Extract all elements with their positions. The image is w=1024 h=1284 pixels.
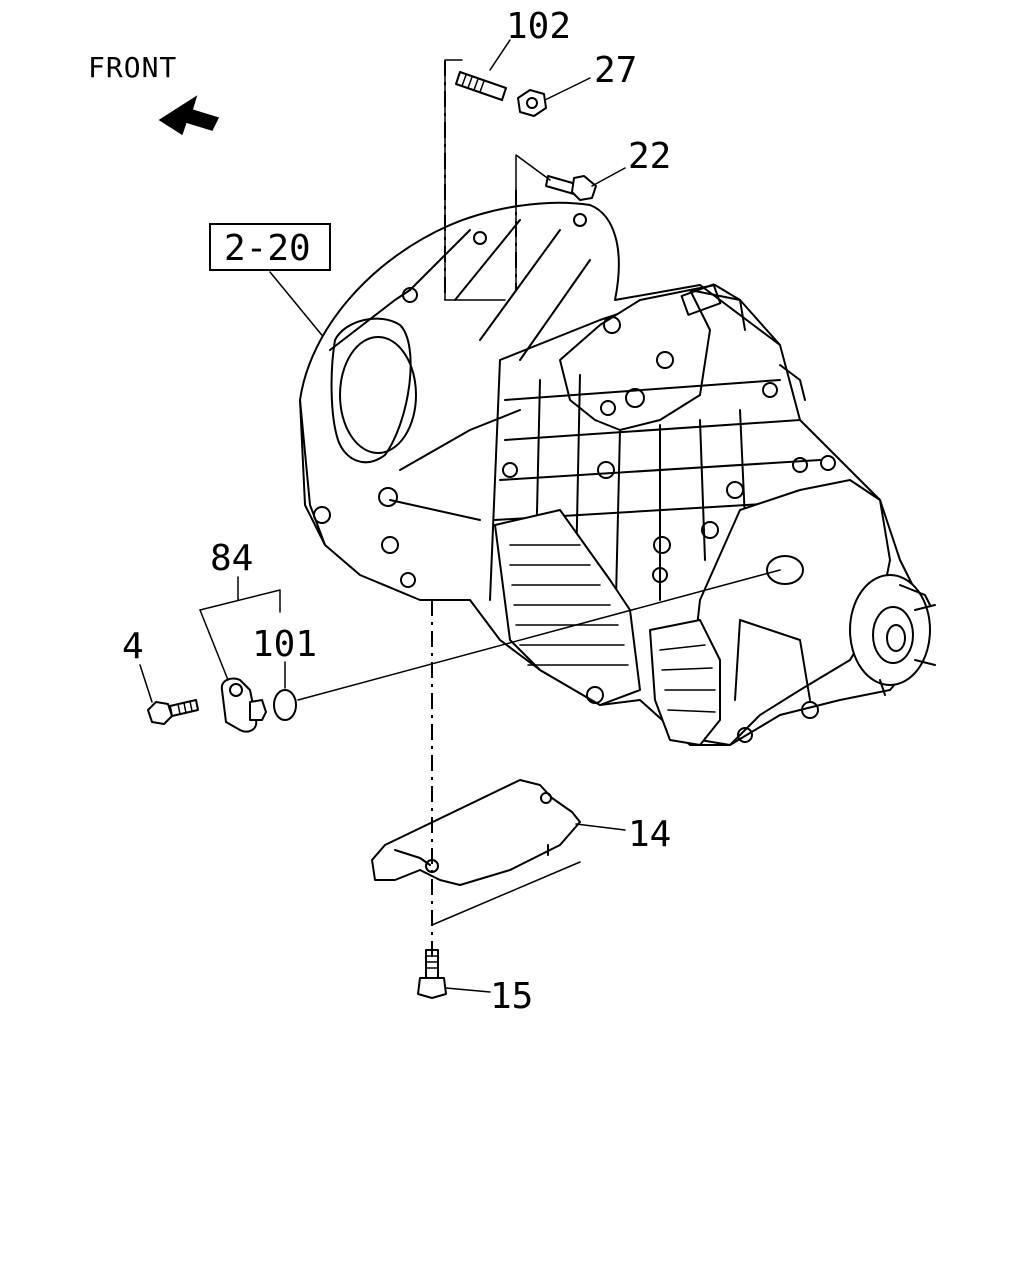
callout-14: 14 (628, 814, 671, 855)
part-102-stud-bolt[interactable] (455, 71, 507, 101)
part-4-bolt[interactable] (147, 699, 199, 725)
part-27-nut[interactable] (517, 89, 547, 117)
part-101-o-ring[interactable] (273, 689, 297, 721)
callout-27: 27 (594, 50, 637, 91)
part-14-cover-plate[interactable] (371, 779, 581, 886)
reference-leader-line (269, 271, 331, 346)
part-84-bracket[interactable] (220, 677, 267, 733)
callout-101: 101 (252, 624, 317, 665)
part-22-bolt[interactable] (545, 175, 597, 201)
front-arrow-icon (158, 95, 220, 136)
part-15-bolt[interactable] (417, 949, 447, 999)
callout-84: 84 (210, 538, 253, 579)
callout-4: 4 (122, 626, 144, 667)
front-label: FRONT (88, 51, 177, 84)
callout-22: 22 (628, 136, 671, 177)
reference-box[interactable]: 2-20 (209, 223, 331, 271)
reference-box-label: 2-20 (224, 228, 311, 269)
callout-102: 102 (506, 6, 571, 47)
transmission-assembly (299, 201, 936, 746)
callout-15: 15 (490, 976, 533, 1017)
leader-lines (139, 39, 781, 993)
